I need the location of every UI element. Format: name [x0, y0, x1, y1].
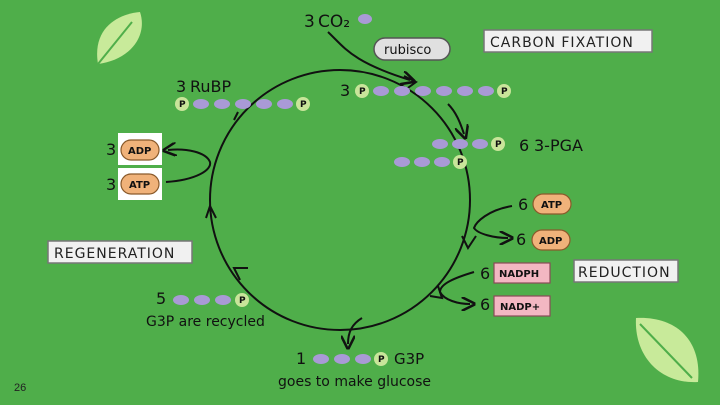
- atp-right-count: 6: [518, 195, 528, 214]
- nadp-count: 6: [480, 295, 490, 314]
- g3p-out-caption: goes to make glucose: [278, 374, 431, 390]
- nadph-pill: [493, 262, 551, 284]
- svg-text:P: P: [378, 355, 385, 365]
- atp-to-adp-left-arrow: [166, 150, 212, 183]
- to-pga-arrow: [447, 103, 464, 134]
- nadph-label: NADPH: [499, 269, 539, 280]
- regeneration-label: REGENERATION: [54, 246, 175, 262]
- co2-carbon: [358, 14, 372, 24]
- g3p-out-count: 1: [296, 349, 306, 368]
- adp-right-count: 6: [516, 230, 526, 249]
- adp-left-pill: [120, 139, 160, 161]
- regeneration-box: [47, 240, 193, 264]
- carbon-fixation-label: CARBON FIXATION: [490, 35, 634, 51]
- rubisco-pill: [373, 37, 451, 61]
- adp-right-pill: [531, 229, 571, 251]
- rubp-molecule: P P: [175, 97, 310, 111]
- cycle-circle: [209, 69, 471, 331]
- atp-right-label: ATP: [541, 200, 562, 211]
- g3p-out-molecule: P: [313, 352, 388, 366]
- atp-left-count: 3: [106, 175, 116, 194]
- svg-text:P: P: [457, 158, 464, 168]
- slide-number: 26: [14, 382, 27, 394]
- svg-text:P: P: [501, 87, 508, 97]
- g3p-recycled-count: 5: [156, 289, 166, 308]
- adp-left-label: ADP: [128, 146, 151, 157]
- pga-count: 6: [519, 136, 529, 155]
- nadp-pill: [493, 295, 551, 317]
- pga-molecule-2: P: [394, 155, 467, 169]
- svg-text:P: P: [239, 296, 246, 306]
- atp-left-pill: [120, 173, 160, 195]
- g3p-recycled-label: G3P are recycled: [146, 314, 265, 330]
- leaf-icon-top-left: [97, 12, 142, 65]
- reduction-box: [573, 259, 679, 283]
- svg-text:P: P: [179, 100, 186, 110]
- cycle-arrow-reduction-1: [461, 235, 477, 250]
- co2-label: CO₂: [318, 12, 350, 32]
- cycle-arrow-regeneration: [232, 267, 248, 281]
- rubp-count: 3: [176, 77, 186, 96]
- pga-label: 3-PGA: [534, 136, 583, 155]
- g3p-recycled-molecule: P: [173, 293, 249, 307]
- rubisco-label: rubisco: [384, 43, 431, 58]
- svg-text:P: P: [495, 140, 502, 150]
- co2-count: 3: [304, 12, 315, 32]
- g3p-out-label: G3P: [394, 350, 424, 368]
- six-carbon-molecule: P P: [355, 84, 511, 98]
- carbon-fixation-box: [483, 29, 653, 53]
- atp-to-adp-arrow: [472, 205, 512, 238]
- svg-text:P: P: [359, 87, 366, 97]
- adp-left-count: 3: [106, 140, 116, 159]
- g3p-output-arrow: [348, 317, 363, 344]
- pga-molecule-1: P: [432, 137, 505, 151]
- svg-text:P: P: [300, 100, 307, 110]
- rubp-label: RuBP: [190, 77, 232, 96]
- leaf-icon-bottom-right: [635, 317, 699, 383]
- co2-arrow: [327, 31, 410, 80]
- reduction-label: REDUCTION: [578, 265, 671, 281]
- nadp-label: NADP+: [500, 302, 540, 313]
- adp-right-label: ADP: [539, 236, 562, 247]
- six-carbon-count: 3: [340, 81, 350, 100]
- atp-right-pill: [532, 193, 572, 215]
- atp-left-label: ATP: [129, 180, 150, 191]
- nadph-to-nadp-arrow: [438, 271, 474, 304]
- nadph-count: 6: [480, 264, 490, 283]
- cycle-arrow-regeneration-2: [205, 203, 217, 219]
